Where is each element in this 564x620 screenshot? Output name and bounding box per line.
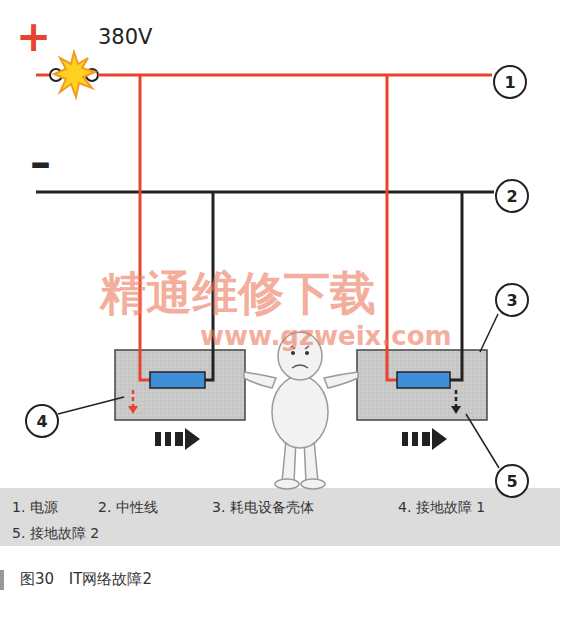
phase-wire <box>98 74 492 77</box>
callout-number: 4 <box>36 412 47 431</box>
legend-item: 4. 接地故障 1 <box>398 500 485 515</box>
load-resistor <box>150 372 205 388</box>
person-eye <box>291 351 295 355</box>
polarity-sign: – <box>30 140 51 186</box>
callout-number: 2 <box>506 187 517 206</box>
phase-wire <box>36 74 50 77</box>
legend-band <box>0 488 560 546</box>
callout-number: 3 <box>506 291 517 310</box>
callout-circle: 5 <box>495 464 529 498</box>
polarity-sign: + <box>16 14 51 60</box>
fault-arrow <box>128 406 138 414</box>
fault-path <box>455 390 458 406</box>
person-eye <box>305 351 309 355</box>
load-resistor <box>397 372 450 388</box>
fault-arrow <box>451 406 461 414</box>
legend-item: 2. 中性线 <box>98 500 158 515</box>
callout-number: 1 <box>504 73 515 92</box>
fault-path <box>132 390 135 406</box>
watermark: www.gzweix.com <box>200 322 452 351</box>
equipment-housing <box>357 350 487 420</box>
voltage-label: 380V <box>98 26 152 49</box>
equipment-housing <box>115 350 245 420</box>
person-figure <box>244 332 358 489</box>
watermark: 精通维修下载 <box>100 268 376 319</box>
legend-item: 5. 接地故障 2 <box>12 526 99 541</box>
callout-number: 5 <box>506 472 517 491</box>
fuse-spark <box>54 52 95 97</box>
callout-circle: 3 <box>495 283 529 317</box>
callout-circle: 1 <box>493 65 527 99</box>
callout-circle: 4 <box>25 404 59 438</box>
callout-circle: 2 <box>495 179 529 213</box>
neutral-branch <box>450 192 462 380</box>
caption-bar <box>0 570 4 590</box>
leader-line <box>466 414 499 468</box>
figure-caption: 图30 IT网络故障2 <box>20 571 152 588</box>
leader-line <box>58 397 124 414</box>
legend-item: 3. 耗电设备壳体 <box>212 500 314 515</box>
legend-item: 1. 电源 <box>12 500 58 515</box>
phase-branch <box>140 75 150 380</box>
leader-line <box>480 314 498 352</box>
neutral-wire <box>36 191 494 194</box>
